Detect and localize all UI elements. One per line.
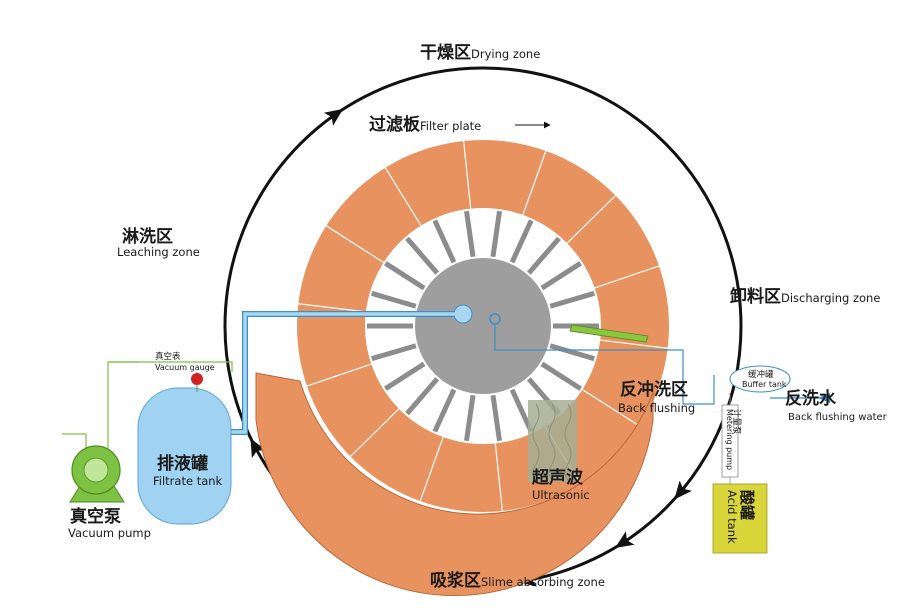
back-flushing-water-en: Back flushing water [788,412,888,423]
plate-divider [594,265,660,289]
drying-zone-label: 干燥区Drying zone [420,43,540,63]
disc-spoke [384,361,426,391]
disc-spoke [526,236,561,275]
disc-spoke [384,261,426,291]
ultrasonic-wave [532,403,540,481]
scraper-blade [569,324,649,343]
plate-divider [306,363,372,387]
vacuum-gauge-en: Vacuum gauge [155,363,215,372]
vacuum-pump-hub [83,457,109,483]
vacuum-gauge-icon [191,373,203,385]
acid-tank-en: Acid tank [725,490,739,544]
filtrate-tank [137,387,232,525]
ultrasonic-en: Ultrasonic [532,488,590,502]
ultrasonic-wave [548,403,556,481]
disc-spoke [464,210,476,258]
backflush-line [494,324,715,405]
vacuum-gauge-zh: 真空表 [155,351,181,362]
filtrate-pipe-core [230,312,455,434]
slurry-trough [255,372,654,597]
disc-spoke [370,290,417,309]
back-flushing-zh: 反冲洗区 [620,379,688,400]
plate-divider [522,150,547,216]
rotation-arrow-icon [615,531,635,548]
disc-spoke [540,261,582,291]
vacuum-pump-en: Vacuum pump [68,526,151,540]
disc-spoke [540,361,582,391]
rotation-arrow-icon [674,480,692,500]
rotation-arrow-icon [250,438,267,458]
disc-spoke [490,210,502,258]
acid-tank-zh: 酸罐 [738,490,756,520]
leaching-zone-zh: 淋洗区 [122,226,173,247]
ultrasonic-wave [564,403,572,481]
hub-port-filtrate [453,304,473,324]
disc-spoke [509,219,534,264]
disc-spoke [549,290,596,309]
acid-tank [712,483,768,554]
plate-divider [600,339,668,349]
plate-divider [582,389,641,427]
slime-zone-label: 吸浆区Slime absorbing zone [430,570,605,591]
buffer-tank-en: Buffer tank [742,380,787,389]
metering-pump-en: Metering pump [725,409,734,470]
leaching-zone-en: Leaching zone [117,245,200,259]
vacuum-pump-icon [69,445,125,503]
back-flushing-water-zh: 反洗水 [785,388,837,409]
ultrasonic-box [528,400,577,482]
ultrasonic-unit [528,400,577,482]
plate-divider [566,195,616,244]
plate-divider [419,436,444,502]
disc-spoke [549,343,596,362]
vacuum-pump-zh: 真空泵 [70,506,121,527]
buffer-tank-zh: 缓冲罐 [748,369,774,380]
disc-spoke [432,388,457,433]
filtrate-tank-en: Filtrate tank [153,474,223,488]
plate-divider [350,408,400,457]
plate-divider [463,140,472,209]
disc-spoke [432,219,457,264]
disc-spoke [405,377,440,416]
disc-spoke [370,343,417,362]
backflush-water-arrow-icon [818,393,830,403]
disc-hub [415,258,551,394]
disc-spoke [490,394,502,442]
disc-spoke [464,394,476,442]
vacuum-line [107,361,138,455]
metering-pump-zh: 计量泵 [731,409,742,435]
plate-divider [384,167,422,226]
filtrate-tank-zh: 排液罐 [157,453,208,474]
buffer-tank [729,365,791,393]
filter-plate-label: 过滤板Filter plate [369,114,481,135]
rotation-arrow-icon [323,108,344,126]
plate-divider [298,303,366,313]
back-flushing-en: Back flushing [618,401,695,415]
discharging-zone-label: 卸料区Discharging zone [730,286,880,307]
plate-divider [325,225,384,263]
disc-spoke [405,236,440,275]
plate-divider [494,443,503,512]
vacuum-line [108,361,233,372]
ultrasonic-zh: 超声波 [532,467,584,488]
